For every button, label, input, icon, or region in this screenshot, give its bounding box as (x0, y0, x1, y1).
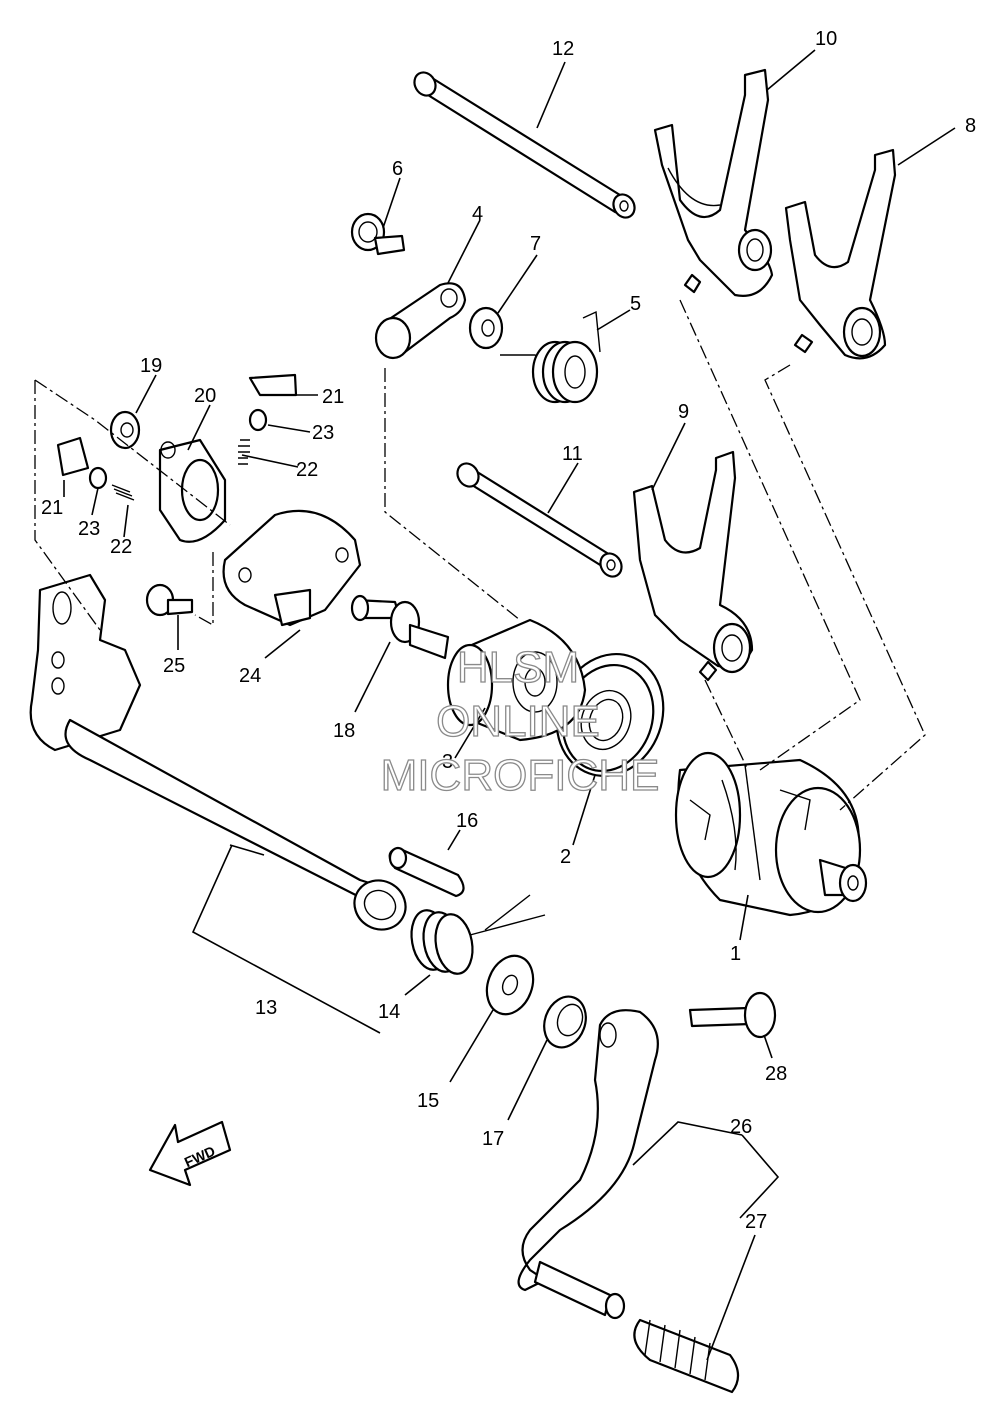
watermark-line-3: MICROFICHE (381, 751, 660, 800)
callout-24: 24 (239, 665, 261, 687)
part-24-plate (222, 509, 362, 627)
callout-13: 13 (255, 997, 277, 1019)
callout-22-right: 22 (296, 459, 318, 481)
part-7-washer (468, 306, 504, 350)
callout-9: 9 (678, 401, 689, 423)
part-17-oil-seal (543, 995, 587, 1049)
callout-1: 1 (730, 943, 741, 965)
part-13-shift-shaft (29, 573, 407, 931)
callout-7: 7 (530, 233, 541, 255)
part-26-shift-pedal (517, 1009, 659, 1320)
part-23-ball-right (248, 408, 268, 432)
part-4-stopper-lever (374, 282, 467, 360)
callout-23-left: 23 (78, 518, 100, 540)
callout-22-left: 22 (110, 536, 132, 558)
callouts: 1 2 3 4 5 6 7 8 9 10 11 12 13 14 15 16 1… (41, 28, 976, 1233)
watermark-line-2: ONLINE (436, 697, 600, 746)
part-22-spring-left (111, 484, 135, 501)
callout-21-top: 21 (322, 386, 344, 408)
callout-17: 17 (482, 1128, 504, 1150)
watermark-line-1: HLSM (457, 643, 579, 692)
callout-8: 8 (965, 115, 976, 137)
callout-28: 28 (765, 1063, 787, 1085)
callout-14: 14 (378, 1001, 400, 1023)
part-23-ball-left (88, 466, 108, 490)
callout-19: 19 (140, 355, 162, 377)
callout-3: 3 (442, 751, 453, 773)
part-10-shift-fork (653, 68, 774, 297)
callout-15: 15 (417, 1090, 439, 1112)
callout-27: 27 (745, 1211, 767, 1233)
fwd-arrow-icon: FWD (148, 1120, 232, 1187)
callout-26: 26 (730, 1116, 752, 1138)
callout-18: 18 (333, 720, 355, 742)
callout-12: 12 (552, 38, 574, 60)
part-27-pedal-rubber (633, 1318, 740, 1394)
part-25-bolt (145, 583, 194, 617)
part-19-bushing (109, 410, 141, 450)
part-8-shift-fork (784, 148, 897, 360)
assembly-lines (34, 299, 926, 811)
part-15-washer (485, 954, 535, 1016)
callout-2: 2 (560, 846, 571, 868)
part-20-stopper-body (158, 438, 227, 543)
part-12-fork-shaft (413, 71, 636, 219)
part-6-bolt (350, 212, 406, 256)
callout-21-left: 21 (41, 497, 63, 519)
part-14-return-spring (410, 894, 546, 975)
part-21-block-left (56, 436, 90, 477)
part-9-shift-fork (632, 450, 754, 682)
part-1-shift-drum (674, 751, 868, 917)
callout-10: 10 (815, 28, 837, 50)
part-28-bolt (688, 991, 777, 1039)
part-16-dowel-pin (388, 846, 465, 898)
callout-20: 20 (194, 385, 216, 407)
leader-lines (63, 49, 956, 1361)
callout-4: 4 (472, 203, 483, 225)
callout-6: 6 (392, 158, 403, 180)
callout-11: 11 (562, 443, 583, 465)
watermark: HLSM ONLINE MICROFICHE (380, 642, 660, 800)
part-3-segment (446, 618, 587, 742)
part-18-bolt (350, 594, 450, 660)
callout-25: 25 (163, 655, 185, 677)
callout-5: 5 (630, 293, 641, 315)
part-11-shaft (456, 462, 623, 578)
callout-23-right: 23 (312, 422, 334, 444)
callout-16: 16 (456, 810, 478, 832)
part-21-block-top (248, 373, 298, 397)
part-22-spring-right (238, 439, 250, 465)
part-5-torsion-spring (500, 310, 601, 404)
